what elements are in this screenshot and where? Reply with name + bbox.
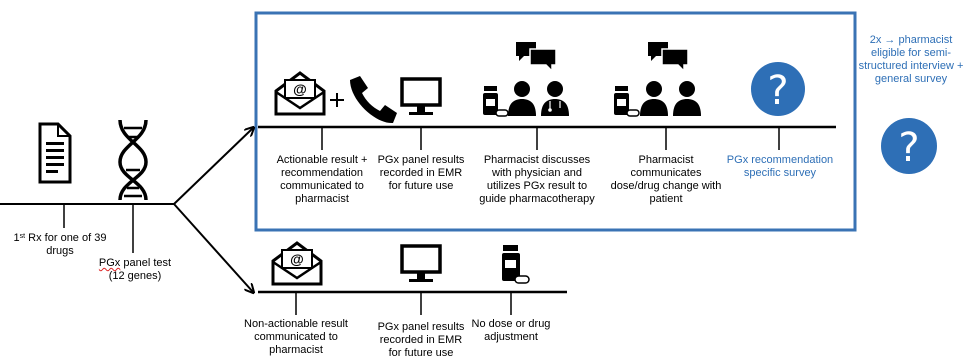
chat-bubbles-icon: [648, 42, 689, 73]
lower-step-emr-label: PGx panel results recorded in EMR for fu…: [377, 321, 465, 359]
upper-step-actionable-label: Actionable result + recommendation commu…: [276, 154, 368, 205]
start-rx-label: 1st Rx for one of 39 drugs: [13, 232, 107, 257]
branch-arrow-up: [173, 128, 253, 205]
phone-icon: [350, 76, 397, 124]
document-icon: [38, 122, 72, 184]
upper-path-box: [254, 11, 857, 232]
svg-text:?: ?: [767, 68, 788, 114]
side-question-circle-icon: ?: [881, 118, 937, 174]
lower-step-nonactionable-label: Non-actionable result communicated to ph…: [244, 318, 348, 356]
upper-step-discuss-label: Pharmacist discusses with physician and …: [479, 154, 595, 205]
medication-bottle-icon: [614, 86, 640, 117]
discuss-icon-group: [483, 42, 569, 117]
lower-email-icon: @: [271, 241, 323, 286]
side-note-label: 2x → pharmacist eligible for semi- struc…: [858, 34, 964, 85]
svg-text:@: @: [293, 81, 307, 97]
pharmacist-icon: [508, 81, 536, 116]
dna-icon: [118, 119, 148, 201]
chat-bubbles-icon: [516, 42, 557, 73]
monitor-icon: [400, 77, 442, 115]
patient-icon: [673, 81, 701, 116]
svg-text:?: ?: [898, 125, 919, 171]
pharmacist-icon: [640, 81, 668, 116]
question-circle-icon: ?: [751, 62, 805, 116]
communicate-icon-group: [614, 42, 701, 117]
branch-arrow-down: [173, 203, 253, 292]
lower-medication-bottle-icon: [502, 245, 530, 284]
physician-icon: [541, 81, 569, 116]
svg-text:@: @: [290, 251, 304, 267]
upper-step-survey-label: PGx recommendation specific survey: [726, 154, 834, 179]
lower-step-nochange-label: No dose or drug adjustment: [471, 318, 551, 343]
plus-icon: [330, 93, 344, 107]
medication-bottle-icon: [483, 86, 509, 117]
start-pgx-label: PGx panel test (12 genes): [98, 257, 172, 282]
email-icon: @: [274, 71, 326, 116]
upper-step-communicate-label: Pharmacist communicates dose/drug change…: [610, 154, 722, 205]
lower-monitor-icon: [400, 244, 442, 282]
upper-step-emr-label: PGx panel results recorded in EMR for fu…: [377, 154, 465, 192]
